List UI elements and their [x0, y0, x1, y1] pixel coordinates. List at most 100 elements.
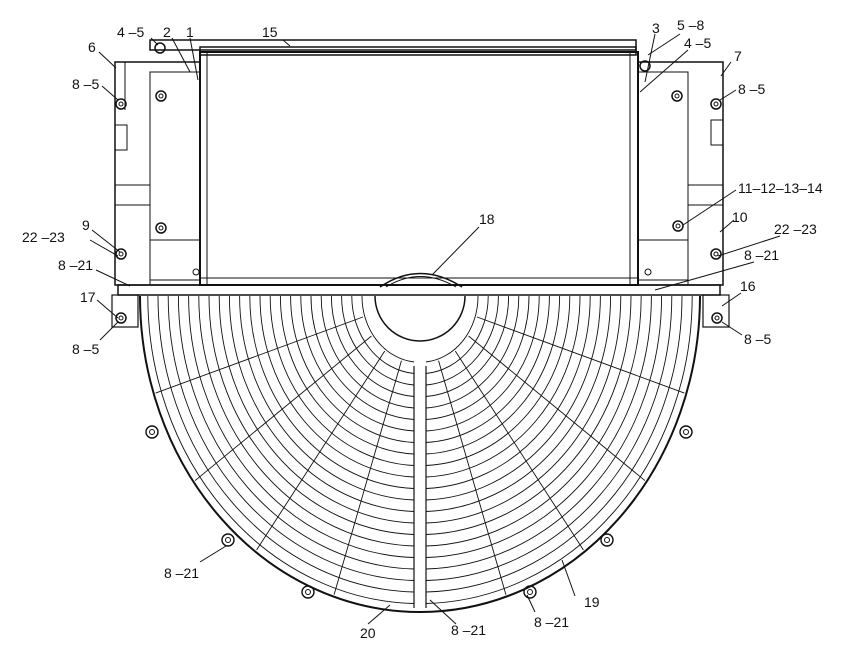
mounting-lug-hole: [225, 537, 231, 543]
callout-3: 3: [652, 20, 660, 36]
callout-15: 15: [262, 24, 278, 40]
callout-19: 19: [584, 594, 600, 610]
grille-ring: [425, 295, 520, 409]
grille-ring: [188, 295, 415, 558]
grille-ring: [218, 295, 415, 524]
base-plate: [117, 284, 721, 296]
grille-ring: [425, 295, 683, 593]
callout-8-5-bottom-right: 8 –5: [744, 331, 771, 347]
callout-8-21-left: 8 –21: [58, 257, 93, 273]
top-frame: [149, 39, 639, 286]
bolts: [115, 42, 723, 324]
callout-8-21-right: 8 –21: [744, 247, 779, 263]
callout-10: 10: [732, 209, 748, 225]
grille-ring: [330, 295, 415, 397]
grille-spoke: [438, 360, 507, 595]
callout-1: 1: [186, 24, 194, 40]
mounting-lug-hole: [149, 429, 155, 435]
callout-17: 17: [80, 289, 96, 305]
callout-4-5-top-left: 4 –5: [117, 24, 144, 40]
mounting-lug: [523, 585, 537, 599]
grille-ring: [208, 295, 415, 535]
callout-5-8: 5 –8: [677, 17, 704, 33]
mounting-lug-hole: [527, 589, 533, 595]
callout-8-21-arc: 8 –21: [164, 565, 199, 581]
grille-ring: [425, 295, 540, 432]
grille-ring: [147, 295, 415, 604]
callout-8-5-left: 8 –5: [72, 76, 99, 92]
grille-ring: [425, 295, 632, 535]
grille-ring: [425, 295, 622, 524]
callout-16: 16: [740, 278, 756, 294]
callout-2: 2: [163, 24, 171, 40]
callout-22-23-right: 22 –23: [774, 221, 817, 237]
callout-labels: 15 4 –5 2 1 3 5 –8 4 –5 6 7 8 –5 8 –5 11…: [22, 17, 823, 641]
grille-ring: [269, 295, 415, 466]
grille-ring: [341, 295, 415, 386]
grille-ring: [198, 295, 415, 547]
callout-20: 20: [360, 625, 376, 641]
grille-spoke: [468, 335, 646, 481]
callout-22-23-left: 22 –23: [22, 229, 65, 245]
grille-ring: [310, 295, 415, 420]
grille-ring: [425, 295, 581, 478]
callout-7: 7: [734, 48, 742, 64]
grille-spoke: [194, 335, 372, 481]
grille-ring: [157, 295, 415, 593]
left-bracket: [114, 61, 201, 286]
grille-ring: [425, 295, 510, 397]
grille-ring: [239, 295, 415, 501]
mounting-lug: [221, 533, 235, 547]
mounting-lug-hole: [305, 589, 311, 595]
handle: [379, 272, 463, 288]
grille-ring: [361, 295, 415, 363]
grille-ring: [228, 295, 415, 512]
callout-8-5-bottom-left: 8 –5: [72, 341, 99, 357]
callout-18: 18: [479, 211, 495, 227]
grille-ring: [425, 295, 499, 386]
grille-ring: [279, 295, 415, 455]
mounting-lug-hole: [683, 429, 689, 435]
grille-ring: [425, 295, 663, 570]
grille-ring: [249, 295, 415, 489]
callout-8-21-bottom: 8 –21: [451, 622, 486, 638]
callout-8-21-bottom-right: 8 –21: [534, 614, 569, 630]
grille-ring: [425, 295, 530, 420]
mounting-lug: [679, 425, 693, 439]
grille-spoke: [476, 316, 685, 394]
grille-spoke: [256, 350, 386, 551]
grille-ring: [351, 295, 415, 374]
grille-ring: [167, 295, 415, 581]
grille-ring: [425, 295, 642, 547]
grille-ring: [425, 295, 693, 604]
grille-ring: [290, 295, 415, 443]
grille-ring: [425, 295, 479, 363]
mounting-lug: [301, 585, 315, 599]
grille-ring: [425, 295, 673, 581]
callout-8-5-right: 8 –5: [738, 81, 765, 97]
right-bracket: [637, 61, 724, 286]
callout-9: 9: [82, 217, 90, 233]
main-box: [199, 51, 639, 286]
grille-spoke: [333, 360, 402, 595]
grille-ring: [425, 295, 612, 512]
fan-grille: [139, 295, 701, 613]
grille-spoke: [454, 350, 584, 551]
grille-ring: [425, 295, 652, 558]
grille-ring: [300, 295, 415, 432]
grille-ring: [425, 295, 591, 489]
grille-ring: [425, 295, 489, 374]
callout-6: 6: [88, 39, 96, 55]
mounting-lug-hole: [604, 537, 610, 543]
grille-ring: [177, 295, 415, 570]
grille-ring: [425, 295, 561, 455]
mounting-lug: [145, 425, 159, 439]
callout-4-5-top-right: 4 –5: [684, 35, 711, 51]
callout-11-12-13-14: 11–12–13–14: [738, 180, 823, 196]
grille-ring: [425, 295, 550, 443]
grille-ring: [259, 295, 415, 478]
grille-ring: [425, 295, 571, 466]
grille-spoke: [155, 316, 364, 394]
grille-ring: [425, 295, 601, 501]
